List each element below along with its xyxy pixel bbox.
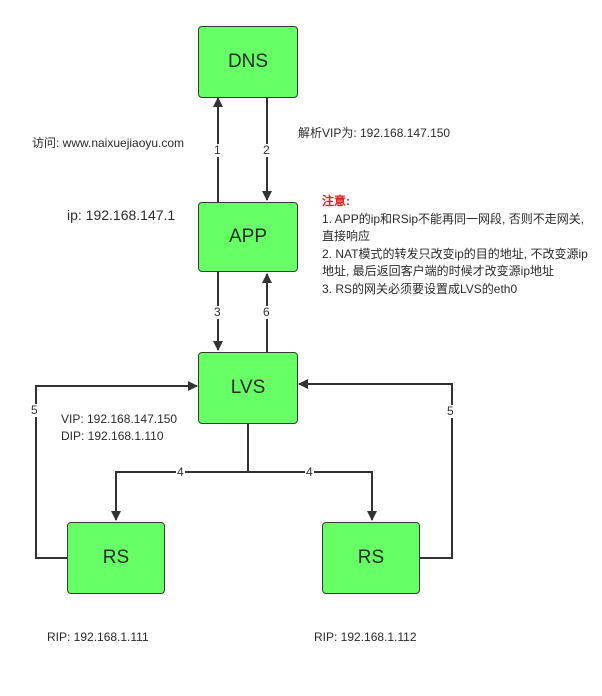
rs-right-node: RS [322,522,420,594]
step-4-right-label: 4 [305,465,314,479]
note-line-1: 1. APP的ip和RSip不能再同一网段, 否则不走网关, 直接响应 [322,211,585,244]
step-5-right-label: 5 [446,404,455,418]
step-6-label: 6 [262,305,271,319]
step-3-label: 3 [213,305,222,319]
arrow-lvs-to-rs-right [248,471,377,521]
rip-right-label: RIP: 192.168.1.112 [314,630,417,644]
note-line-3: 3. RS的网关必须要设置成LVS的eth0 [322,281,518,296]
arrow-rs-left-to-lvs [35,381,198,559]
lvs-node: LVS [198,352,298,424]
rip-left-label: RIP: 192.168.1.111 [47,630,149,644]
step-1-label: 1 [213,143,222,157]
resolve-label: 解析VIP为: 192.168.147.150 [298,126,451,140]
rs-left-node: RS [67,522,165,594]
note-block: 注意: 1. APP的ip和RSip不能再同一网段, 否则不走网关, 直接响应 … [322,193,592,298]
note-line-2: 2. NAT模式的转发只改变ip的目的地址, 不改变源ip地址, 最后返回客户端… [322,246,588,279]
step-5-left-label: 5 [30,403,39,417]
arrow-rs-right-to-lvs [298,379,453,559]
step-4-left-label: 4 [176,465,185,479]
visit-label: 访问: www.naixuejiaoyu.com [32,136,185,150]
app-ip-label: ip: 192.168.147.1 [67,207,176,223]
vip-label: VIP: 192.168.147.150 [61,412,178,426]
dns-node: DNS [198,26,298,98]
step-2-label: 2 [262,143,271,157]
dip-label: DIP: 192.168.1.110 [61,429,164,443]
note-title: 注意: [322,194,350,208]
app-node: APP [198,202,298,272]
